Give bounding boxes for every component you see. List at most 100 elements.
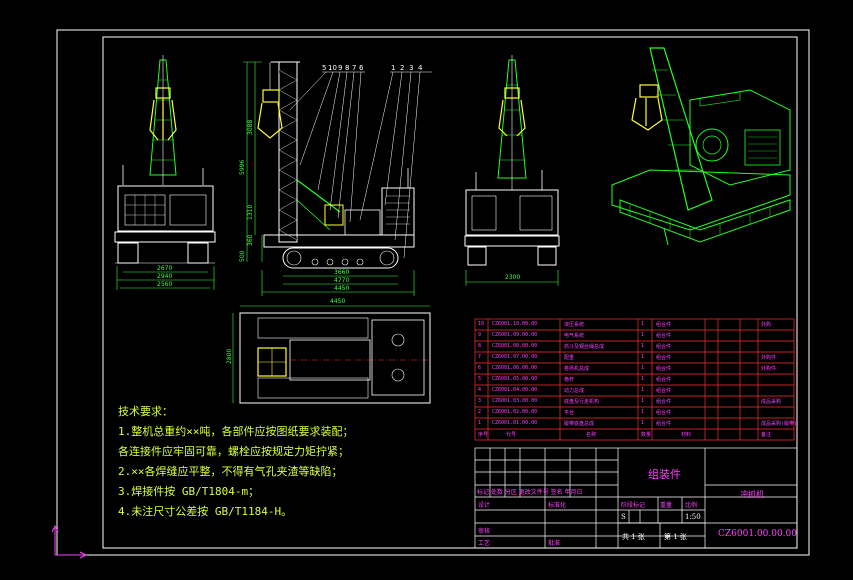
bom-cell-code: CZ6001.09.00.00 bbox=[492, 332, 538, 338]
notes-line-1: 1.整机总重约××吨，各部件应按图纸要求装配； bbox=[118, 425, 354, 438]
revision-row-label: 标记 处数 分区 更改文件号 签名 年月日 bbox=[477, 489, 583, 496]
bom-cell-code: CZ6001.01.00.00 bbox=[492, 420, 538, 426]
notes-title: 技术要求： bbox=[118, 405, 173, 418]
bom-cell-qty: 1 bbox=[641, 387, 645, 393]
notes-line-5: 4.未注尺寸公差按 GB/T1184-H。 bbox=[118, 505, 293, 518]
side-view bbox=[243, 61, 432, 296]
design-label: 设计 bbox=[478, 502, 491, 509]
side-dims: 5996 3088 1310 360 500 3660 4770 4450 bbox=[239, 120, 349, 292]
side-dim-ground: 500 bbox=[239, 250, 246, 262]
weight-label: 重量 bbox=[660, 502, 673, 509]
bom-cell-mat: 组合件 bbox=[656, 355, 672, 361]
bom-cell-name: 平台 bbox=[564, 410, 575, 416]
bom-cell-code: CZ6001.06.00.00 bbox=[492, 365, 538, 371]
bom-cell-mat: 组合件 bbox=[656, 333, 672, 339]
plan-dim-length: 4450 bbox=[330, 298, 345, 305]
balloon-10: 10 bbox=[328, 64, 337, 72]
scale-label: 比例 bbox=[685, 502, 698, 509]
front-dim-3: 2560 bbox=[157, 281, 172, 288]
bom-cell-mat: 组合件 bbox=[656, 344, 672, 350]
bom-cell-no: 2 bbox=[478, 409, 482, 415]
plan-view bbox=[232, 305, 431, 404]
bom-cell-name: 抓斗及钢丝绳总成 bbox=[564, 344, 605, 350]
side-dim-height: 5996 bbox=[239, 160, 246, 175]
bom-row: 2 CZ6001.02.00.00 平台 1 组合件 bbox=[476, 408, 794, 418]
bom-cell-name: 液压系统 bbox=[564, 322, 585, 328]
bom-cell-no: 7 bbox=[478, 354, 482, 360]
side-dim-platform: 360 bbox=[247, 234, 254, 246]
ucs-icon bbox=[51, 524, 88, 559]
bom-header-row: 序号 代号 名称 数量 材料 备注 bbox=[476, 430, 794, 440]
bom-cell-no: 8 bbox=[478, 343, 482, 349]
bom-cell-no: 4 bbox=[478, 387, 482, 393]
bom-cell-name: 卷扬机总成 bbox=[564, 366, 590, 372]
bom-cell-qty: 1 bbox=[641, 354, 645, 360]
bom-cell-qty: 1 bbox=[641, 409, 645, 415]
notes-line-2: 各连接件应牢固可靠，螺栓应按规定力矩拧紧； bbox=[118, 445, 349, 458]
side-dim-body: 1310 bbox=[247, 205, 254, 220]
scale-value: 1:50 bbox=[685, 513, 701, 521]
bom-row: 4 CZ6001.04.00.00 动力总成 1 组合件 bbox=[476, 386, 794, 396]
stage-value: S bbox=[621, 513, 626, 521]
bom-cell-no: 10 bbox=[478, 321, 485, 327]
bom-header-name: 名称 bbox=[586, 432, 597, 438]
bom-cell-qty: 1 bbox=[641, 321, 645, 327]
bom-table-grid bbox=[474, 318, 795, 441]
stage-mark-label: 阶段标记 bbox=[621, 502, 646, 509]
balloon-6: 6 bbox=[359, 64, 364, 72]
company-name: 冲抓机 bbox=[740, 490, 764, 499]
bom-cell-code: CZ6001.07.00.00 bbox=[492, 354, 538, 360]
drawing-number: CZ6001.00.00.00 bbox=[718, 529, 797, 539]
bom-cell-qty: 1 bbox=[641, 332, 645, 338]
bom-cell-code: CZ6001.04.00.00 bbox=[492, 387, 538, 393]
side-dim-len-1: 3660 bbox=[334, 269, 349, 276]
standard-label: 标准化 bbox=[548, 502, 567, 509]
bom-cell-qty: 1 bbox=[641, 343, 645, 349]
drawing-title: 组装件 bbox=[648, 468, 681, 481]
bom-cell-mat: 组合件 bbox=[656, 322, 672, 328]
bom-cell-mat: 组合件 bbox=[656, 366, 672, 372]
bom-cell-remark: 外购件 bbox=[761, 355, 777, 361]
bom-cell-mat: 组合件 bbox=[656, 410, 672, 416]
bom-cell-qty: 1 bbox=[641, 398, 645, 404]
bom-cell-name: 电气系统 bbox=[564, 333, 585, 339]
bom-cell-remark: 外购件 bbox=[761, 366, 777, 372]
bom-cell-code: CZ6001.05.00.00 bbox=[492, 376, 538, 382]
bom-row: 8 CZ6001.08.00.00 抓斗及钢丝绳总成 1 组合件 bbox=[476, 342, 794, 352]
balloon-9: 9 bbox=[338, 64, 342, 72]
balloon-4: 4 bbox=[418, 64, 423, 72]
bom-header-code: 代号 bbox=[506, 432, 517, 438]
bom-header-remark: 备注 bbox=[761, 432, 772, 438]
bom-cell-name: 履带底盘总成 bbox=[564, 421, 595, 427]
bom-cell-name: 桅杆 bbox=[564, 377, 575, 383]
bom-cell-remark: 外购 bbox=[761, 322, 772, 328]
bom-cell-remark: 成品采购(履带) bbox=[761, 421, 798, 427]
bom-cell-mat: 组合件 bbox=[656, 388, 672, 394]
bom-cell-code: CZ6001.02.00.00 bbox=[492, 409, 538, 415]
inner-border bbox=[102, 36, 798, 549]
bom-cell-mat: 组合件 bbox=[656, 421, 672, 427]
bom-cell-name: 动力总成 bbox=[564, 388, 585, 394]
front-dim-1: 2670 bbox=[157, 265, 172, 272]
bom-cell-name: 配重 bbox=[564, 355, 575, 361]
balloon-3: 3 bbox=[409, 64, 413, 72]
rear-view bbox=[464, 55, 560, 286]
sheet-number: 第 1 张 bbox=[664, 533, 687, 541]
balloon-5: 5 bbox=[322, 64, 326, 72]
balloon-1: 1 bbox=[391, 64, 395, 72]
bom-cell-qty: 1 bbox=[641, 365, 645, 371]
bom-header-qty: 数量 bbox=[641, 432, 652, 438]
check-label: 审核 bbox=[478, 528, 491, 535]
bom-cell-code: CZ6001.03.00.00 bbox=[492, 398, 538, 404]
notes-line-3: 2.××各焊缝应平整，不得有气孔夹渣等缺陷； bbox=[118, 465, 343, 478]
notes-line-4: 3.焊接件按 GB/T1804-m； bbox=[118, 485, 260, 498]
bom-cell-remark: 成品采购 bbox=[761, 399, 782, 405]
bom-cell-no: 5 bbox=[478, 376, 482, 382]
bom-cell-code: CZ6001.08.00.00 bbox=[492, 343, 538, 349]
side-dim-mast: 3088 bbox=[247, 120, 254, 135]
